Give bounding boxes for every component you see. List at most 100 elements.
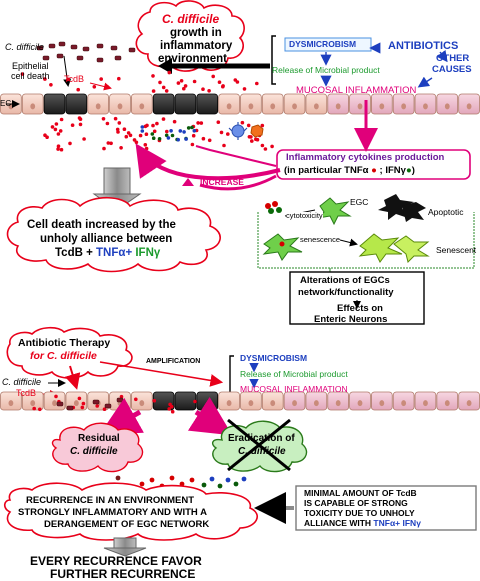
top-cloud-line4: environment [158, 53, 228, 65]
epithelial-label-1: Epithelial [12, 61, 49, 71]
particle [166, 136, 171, 140]
alterations-line3: Effects on [337, 303, 383, 314]
bacterium [96, 57, 104, 63]
particle [105, 85, 110, 89]
cell-nucleus [357, 103, 363, 110]
dead-epithelial-cell [174, 93, 197, 115]
bacterium [56, 53, 64, 59]
cell-nucleus [357, 400, 363, 407]
bacterium [82, 46, 90, 52]
bacterium [56, 401, 64, 407]
cell-nucleus [139, 103, 145, 110]
bacterium [116, 397, 124, 403]
antibiotics-label: ANTIBIOTICS [388, 40, 459, 52]
particle [122, 127, 127, 131]
particle [260, 143, 265, 148]
particle [144, 146, 149, 151]
epithelial-label-2: cell death [11, 71, 50, 81]
cell-nucleus [270, 103, 276, 110]
cell-nucleus [423, 103, 428, 110]
other-causes-1: OTHER [436, 53, 470, 64]
particle [117, 76, 121, 81]
particle [80, 405, 85, 410]
eradication-cloud [211, 418, 308, 473]
alterations-box [289, 271, 425, 325]
particle [221, 84, 225, 89]
particle [59, 117, 64, 122]
particle [101, 117, 106, 121]
cell-nucleus [423, 400, 428, 407]
cell-nucleus [226, 400, 232, 407]
particle [68, 141, 72, 146]
particle [151, 74, 155, 78]
tcdb-label: TcdB [64, 74, 85, 84]
cell-nucleus [248, 400, 254, 407]
cell-nucleus [248, 103, 254, 110]
increase-label: INCREASE [200, 177, 244, 187]
amplification-arrow [99, 361, 224, 387]
top-cloud [135, 0, 245, 72]
top-cloud-line1: C. difficile [162, 12, 220, 26]
residual-line2: C. difficile [70, 446, 118, 457]
recurrence-cloud [3, 482, 258, 541]
particle [53, 127, 58, 132]
cell-nucleus [95, 103, 101, 110]
cell-death-line2: unholy alliance between [40, 233, 173, 245]
bottom-release: Release of Microbial product [240, 369, 348, 379]
egc-panel [257, 212, 475, 269]
particle [176, 137, 180, 142]
particle [124, 134, 129, 139]
particle [167, 407, 171, 411]
particle [78, 122, 83, 127]
particle [54, 394, 58, 399]
release-label: Release of Microbial product [272, 65, 380, 75]
particle [81, 401, 86, 406]
particle [216, 120, 221, 124]
particle [255, 137, 260, 142]
amplification-label: AMPLIFICATION [146, 358, 201, 365]
particle [186, 126, 191, 130]
apoptotic-label: Apoptotic [428, 207, 464, 217]
particle [211, 74, 215, 79]
minimal-line4: ALLIANCE WITH TNFα+ IFNγ [304, 518, 421, 528]
bacterium [96, 43, 104, 49]
particle [165, 129, 169, 134]
particle [164, 89, 169, 93]
particle [121, 408, 126, 413]
eradication-line2: C. difficile [238, 446, 286, 457]
particle [222, 143, 226, 148]
particle [260, 123, 265, 128]
cell-nucleus [466, 400, 472, 407]
top-cloud-line2: growth in [170, 27, 222, 39]
particle [66, 77, 70, 82]
particle [132, 138, 137, 142]
cell-nucleus [444, 400, 450, 407]
particle [254, 81, 259, 86]
residual-line1: Residual [78, 433, 120, 444]
particle [38, 407, 42, 412]
particle [151, 89, 156, 93]
particle [270, 144, 274, 149]
particle [50, 125, 55, 129]
particle [152, 398, 157, 403]
particle [116, 130, 120, 134]
cell-nucleus [313, 103, 319, 110]
egc-label: EGC [350, 197, 369, 207]
particle [92, 85, 97, 89]
particle [242, 87, 247, 91]
particle [140, 129, 145, 133]
particle [143, 124, 148, 129]
particle [119, 394, 124, 399]
particle [233, 78, 238, 82]
particle [176, 81, 181, 85]
cell-nucleus [401, 103, 407, 110]
particle [77, 396, 82, 401]
ec-label: EC [0, 99, 12, 108]
particle [247, 135, 252, 139]
dead-epithelial-cell [43, 93, 66, 115]
particle [115, 127, 120, 132]
antibiotic-line1: Antibiotic Therapy [18, 337, 111, 349]
antibiotic-line2: for C. difficile [30, 350, 97, 362]
particle [161, 117, 166, 121]
particle [167, 70, 172, 75]
